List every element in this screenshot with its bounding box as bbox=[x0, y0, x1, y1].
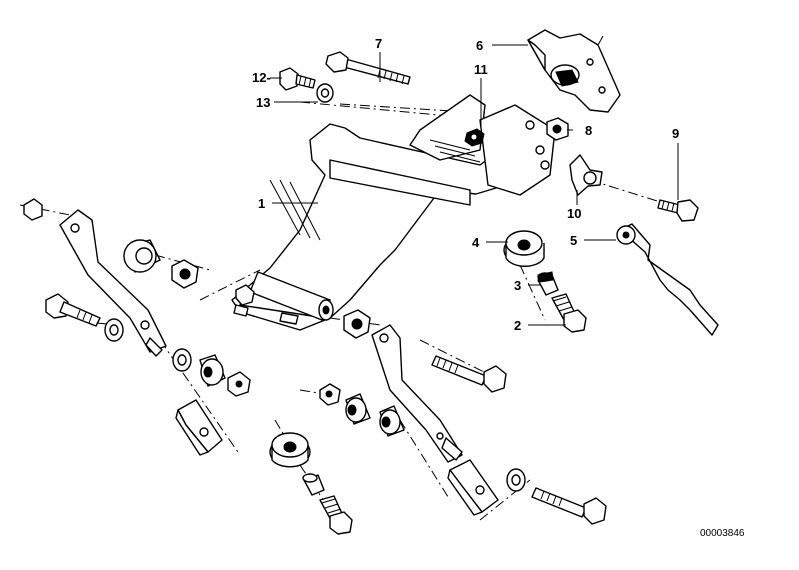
right-stay bbox=[371, 324, 463, 463]
bolt-12 bbox=[279, 67, 316, 91]
callout-1: 1 bbox=[258, 196, 265, 211]
right-bottom-bolt bbox=[506, 468, 607, 525]
bottom-mount bbox=[269, 432, 353, 535]
right-bolt bbox=[431, 355, 507, 393]
bolt-7 bbox=[325, 51, 411, 85]
lever-5 bbox=[616, 223, 719, 336]
callout-3: 3 bbox=[514, 278, 521, 293]
callout-12: 12- bbox=[252, 70, 271, 85]
clamp-block bbox=[527, 29, 621, 113]
left-lower-parts bbox=[172, 348, 251, 397]
right-plate bbox=[447, 459, 499, 516]
left-bolt bbox=[45, 293, 124, 342]
callout-7: 7 bbox=[375, 36, 382, 51]
drawing-number: 00003846 bbox=[700, 528, 745, 539]
left-stay bbox=[23, 198, 167, 357]
sleeve-3 bbox=[537, 271, 559, 296]
callout-13: 13 bbox=[256, 95, 270, 110]
left-plate bbox=[175, 399, 223, 456]
callout-labels: 1 2 3 4 5 6 7 8 9 10 11 12- 13 bbox=[252, 36, 679, 333]
callout-10: 10 bbox=[567, 206, 581, 221]
callout-4: 4 bbox=[472, 235, 480, 250]
callout-2: 2 bbox=[514, 318, 521, 333]
main-bracket bbox=[231, 94, 556, 331]
center-flange-nut bbox=[235, 284, 371, 339]
callout-8: 8 bbox=[585, 123, 592, 138]
callout-9: 9 bbox=[672, 126, 679, 141]
left-spacer bbox=[123, 239, 161, 273]
nut-8 bbox=[546, 117, 569, 141]
callout-6: 6 bbox=[476, 38, 483, 53]
clip-10 bbox=[569, 154, 603, 196]
callout-5: 5 bbox=[570, 233, 577, 248]
right-lower-parts bbox=[319, 383, 405, 437]
leader-lines bbox=[270, 44, 679, 326]
callout-11: 11 bbox=[474, 62, 488, 77]
left-flange-nut bbox=[171, 259, 199, 289]
bolt-2 bbox=[551, 293, 587, 333]
washer-13 bbox=[316, 83, 334, 103]
rubber-mount-4 bbox=[503, 230, 545, 267]
bolt-9 bbox=[657, 199, 699, 222]
